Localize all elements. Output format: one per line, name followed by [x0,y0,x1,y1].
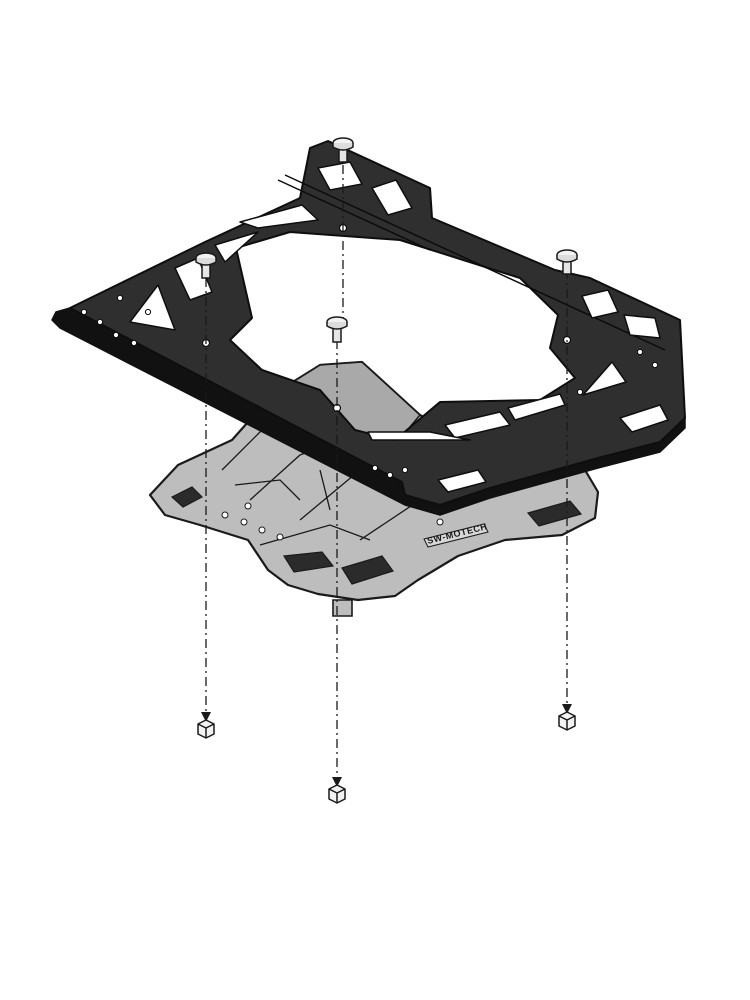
adapter-plate [51,140,686,516]
nuts [197,711,576,804]
brand-plate [423,523,489,548]
cutout-left-triangle [129,284,176,331]
bolts [195,137,578,343]
cutout-front-slot-4 [437,469,487,493]
cutout-left-upper [174,257,213,301]
bolt-center [326,316,348,343]
cutout-right-slot-2 [623,314,661,339]
adapter-plate-fold [277,174,666,351]
cutout-rear-slot-1 [317,161,363,191]
cutout-front-slot-1 [444,411,511,439]
rack-holes [221,502,444,541]
cutout-left-wedge [214,231,259,263]
bolt-rear [332,137,354,163]
nut-center [328,784,346,804]
nut-left [197,719,215,739]
cutout-rear-wedge [239,204,319,229]
arrow-left [201,712,211,722]
rack-slot-front-left [282,551,335,573]
adapter-plate-holes [80,294,659,479]
arrow-center [332,777,342,787]
cutout-right-slot-1 [581,289,619,319]
cutout-right-triangle [582,361,627,396]
cutout-right-edge [619,404,669,433]
arrow-right [562,704,572,714]
adapter-plate-cutouts [129,161,669,493]
bolt-right [556,249,578,275]
luggage-rack-rear-lug [332,599,353,617]
cutout-front-slot-3 [367,431,471,441]
guide-lines [205,165,568,785]
cutout-front-slot-2 [507,393,566,421]
cutout-rear-slot-2 [371,179,413,216]
nut-right [558,711,576,731]
bolt-left [195,252,217,279]
guide-arrows [201,704,572,787]
rack-slot-right [526,500,583,527]
rack-slot-left [170,486,204,508]
rack-slot-front-right [341,555,394,585]
